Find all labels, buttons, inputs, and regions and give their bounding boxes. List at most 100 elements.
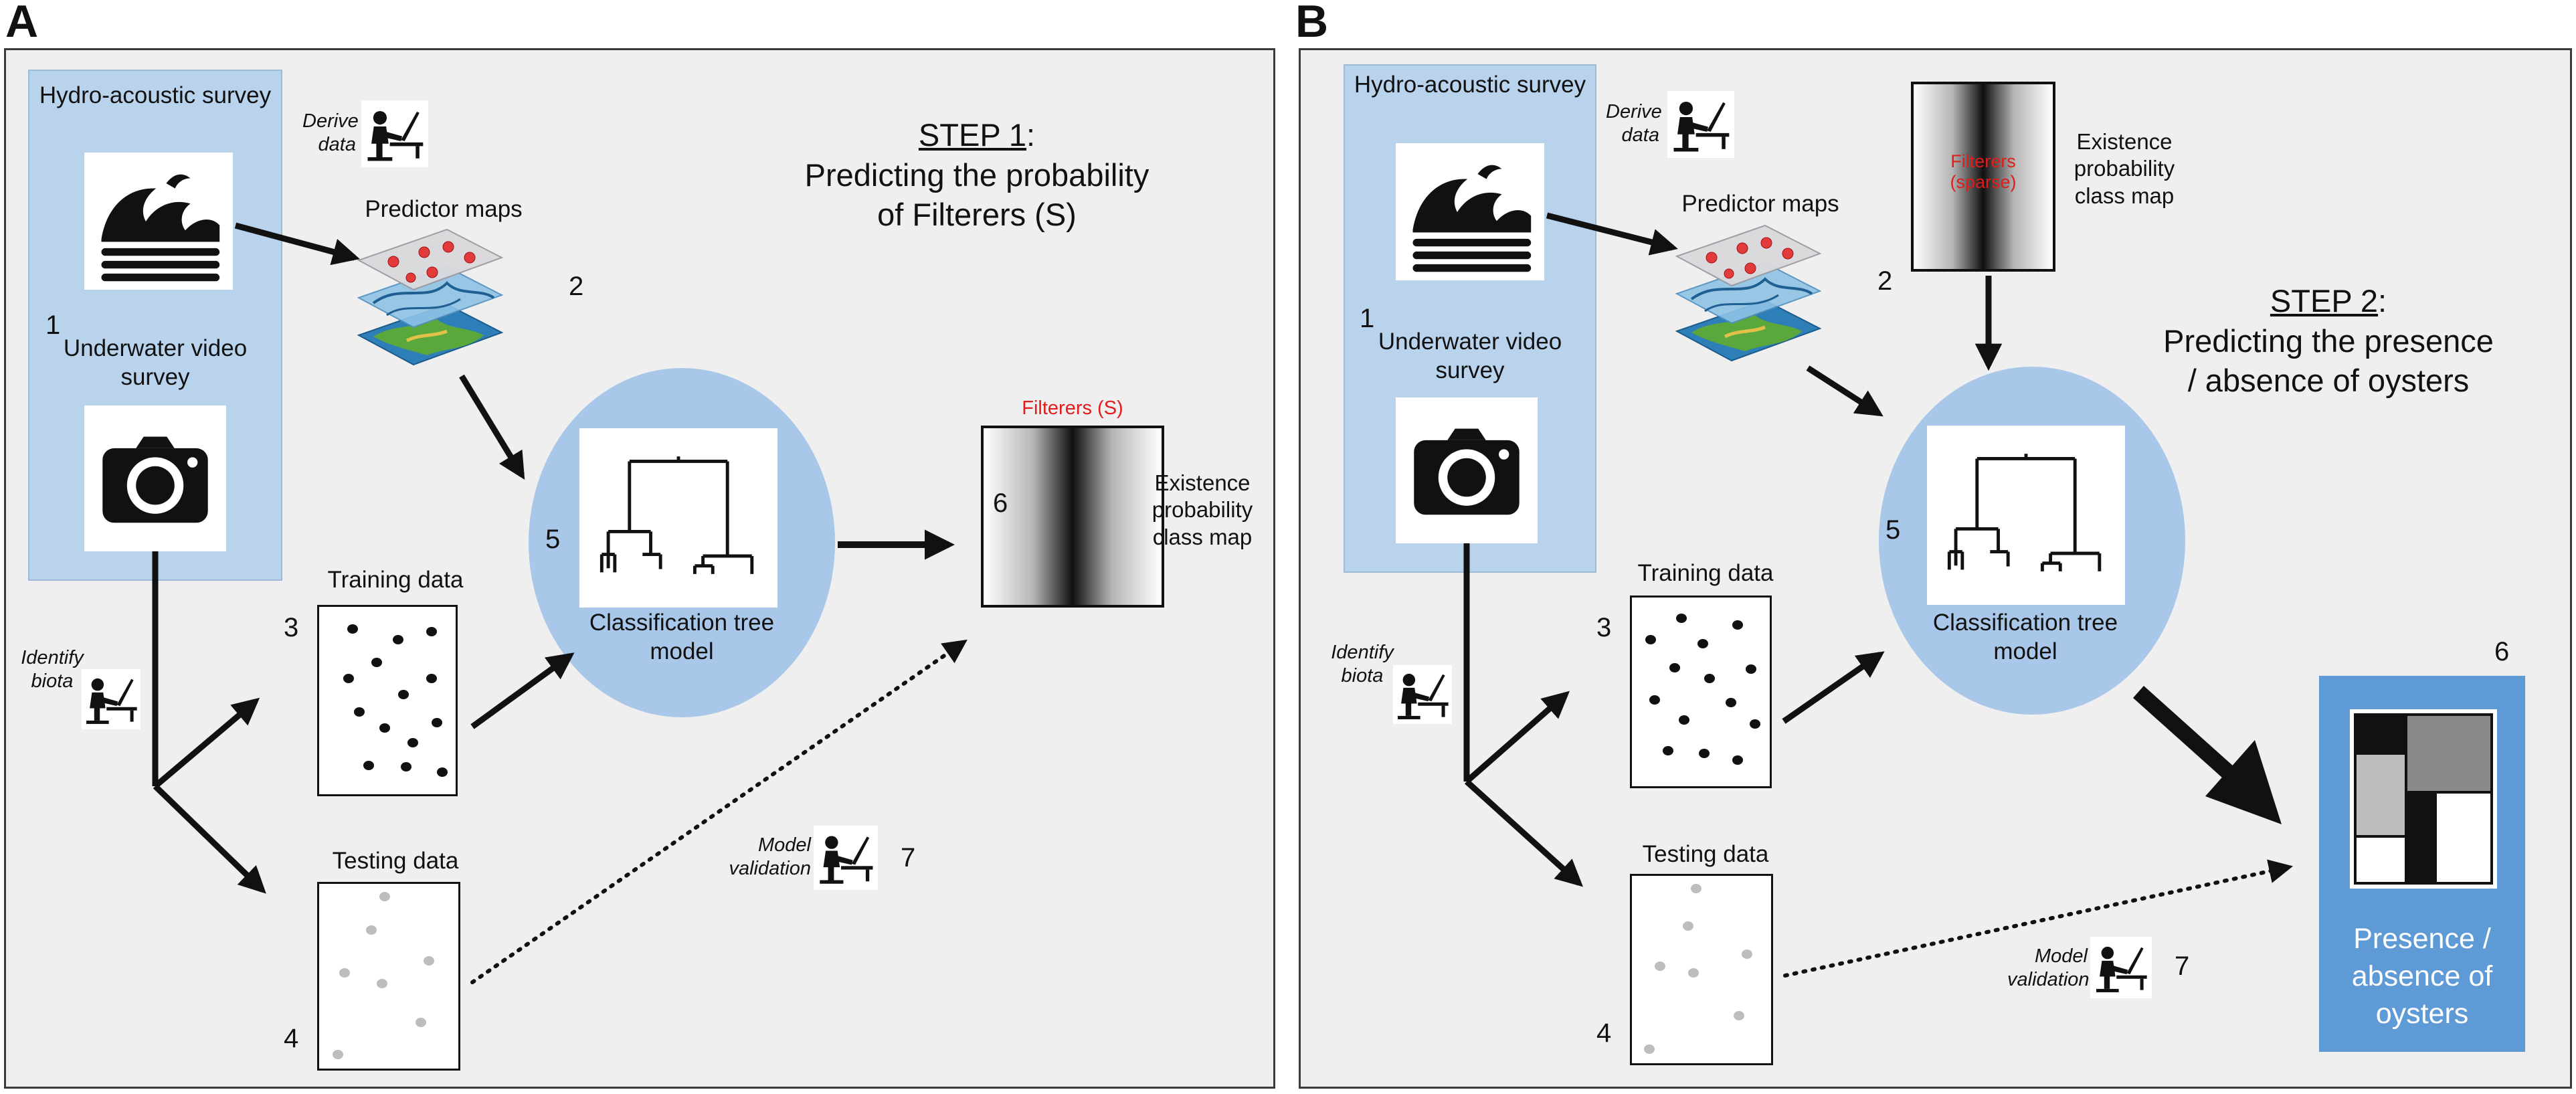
model-validation-label: Model validation (2007, 945, 2090, 990)
step-number-7: 7 (2175, 951, 2190, 981)
step-1-colon: : (1026, 117, 1036, 153)
filterers-sparse-label: Filterers (sparse) (1950, 151, 2017, 193)
camera-icon (84, 405, 226, 551)
arrow-predictor-to-tree (459, 374, 525, 480)
step-number-2: 2 (569, 272, 584, 301)
training-point (401, 762, 411, 771)
step-1-line3: of Filterers (S) (877, 197, 1077, 233)
training-point (426, 674, 437, 683)
step-number-5: 5 (1885, 515, 1901, 545)
testing-data-label: Testing data (1642, 841, 1769, 867)
class-map-icon (2350, 709, 2497, 889)
step-number-6: 6 (2494, 637, 2510, 666)
testing-point (416, 1018, 426, 1027)
training-point (1679, 715, 1689, 725)
arrow-branch-to-training (153, 697, 260, 789)
classification-tree-label: Classification tree model (1932, 610, 2118, 664)
dendrogram-icon (1927, 426, 2125, 605)
testing-data-card (317, 882, 460, 1071)
training-point (371, 658, 382, 667)
training-data-card (1630, 596, 1772, 788)
hydro-acoustic-label: Hydro-acoustic survey (39, 82, 272, 108)
training-point (1669, 663, 1680, 672)
predictor-maps-label: Predictor maps (1681, 191, 1839, 217)
testing-point (1655, 962, 1665, 971)
derive-data-label: Derive data (302, 110, 359, 155)
identify-biota-label: Identify biota (21, 647, 84, 692)
step-number-5: 5 (545, 525, 561, 554)
arrow-wave-to-predictor (234, 222, 360, 266)
model-validation-label: Model validation (729, 834, 811, 879)
training-point (1699, 749, 1710, 758)
filterers-label: Filterers (S) (1022, 397, 1123, 419)
step-number-3: 3 (284, 613, 299, 642)
step-number-4: 4 (284, 1024, 299, 1053)
training-data-label: Training data (1637, 560, 1774, 586)
training-point (1697, 639, 1708, 648)
testing-data-label: Testing data (332, 848, 459, 874)
step-number-2: 2 (1877, 266, 1893, 296)
step-number-4: 4 (1596, 1018, 1612, 1048)
validation-dotted-arrow (1783, 859, 2294, 978)
arrow-predictor-to-tree (1806, 365, 1883, 417)
testing-point (377, 979, 387, 988)
person-writing-icon (361, 100, 428, 167)
step-2-title: STEP 2: Predicting the presence / absenc… (2121, 281, 2536, 401)
step-number-7: 7 (901, 843, 916, 873)
testing-point (424, 956, 434, 966)
training-point (1645, 635, 1656, 644)
training-point (432, 718, 442, 727)
testing-point (379, 892, 390, 901)
training-point (1732, 755, 1743, 765)
testing-point (1691, 884, 1701, 893)
arrow-tree-to-presence (2132, 686, 2234, 778)
existence-map-label: Existence probability class map (1152, 470, 1253, 549)
training-point (354, 707, 365, 717)
presence-absence-label: Presence / absence of oysters (2351, 923, 2493, 1030)
underwater-video-label: Underwater video survey (1378, 329, 1562, 383)
big-arrowhead (2205, 740, 2282, 824)
training-point (363, 761, 374, 770)
training-point (347, 624, 358, 634)
testing-point (1644, 1044, 1655, 1054)
step-1-title: STEP 1: Predicting the probability of Fi… (769, 115, 1184, 235)
arrow-branch-to-testing (153, 784, 266, 894)
step-1-line2: Predicting the probability (804, 157, 1149, 193)
predictor-maps-label: Predictor maps (365, 196, 523, 222)
person-writing-icon (82, 669, 141, 729)
panel-b-letter: B (1295, 0, 1329, 47)
testing-data-card (1630, 874, 1773, 1065)
training-point (1663, 746, 1673, 755)
camera-icon (1396, 397, 1538, 543)
dendrogram-icon (579, 428, 777, 608)
gradient-map-icon (981, 426, 1164, 608)
testing-point (366, 925, 377, 935)
arrow-branch-to-testing (1464, 779, 1584, 887)
hydro-acoustic-label: Hydro-acoustic survey (1354, 72, 1586, 98)
person-writing-icon (1393, 665, 1452, 724)
panel-a-letter: A (5, 0, 39, 47)
gradient-map-icon (1911, 82, 2055, 272)
training-point (1676, 614, 1687, 623)
identify-biota-label: Identify biota (1331, 642, 1394, 687)
underwater-video-label: Underwater video survey (63, 335, 248, 390)
step-number-1: 1 (45, 310, 61, 340)
training-point (398, 690, 409, 699)
training-point (1750, 719, 1760, 729)
arrow-wave-to-predictor (1546, 212, 1678, 256)
step-number-6: 6 (993, 488, 1008, 518)
arrow-training-to-tree (470, 652, 575, 729)
testing-point (339, 968, 350, 978)
testing-point (1683, 921, 1693, 931)
arrow-training-to-tree (1782, 651, 1885, 724)
step-2-colon: : (2378, 283, 2387, 318)
step-2-underlined: STEP 2 (2270, 283, 2379, 318)
training-point (426, 627, 437, 636)
training-point (1726, 698, 1736, 707)
arrow-branch-to-training (1465, 691, 1570, 784)
training-data-card (317, 605, 458, 796)
step-2-line2: Predicting the presence (2163, 323, 2494, 359)
training-point (1704, 674, 1715, 683)
step-number-1: 1 (1360, 304, 1375, 333)
